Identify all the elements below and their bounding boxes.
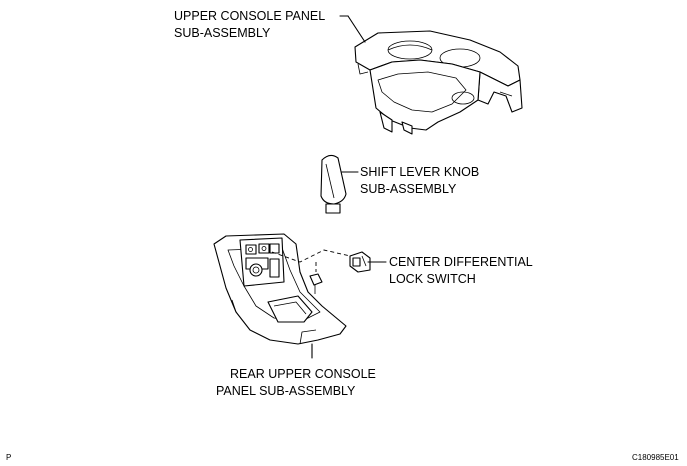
page-marker: P — [6, 453, 11, 462]
label-rear-console-line1: REAR UPPER CONSOLE — [230, 367, 376, 381]
label-shift-knob-line2: SUB-ASSEMBLY — [360, 182, 457, 196]
center-diff-lock-switch-part — [349, 251, 371, 273]
label-upper-console-line2: SUB-ASSEMBLY — [174, 26, 271, 40]
label-diff-switch-line2: LOCK SWITCH — [389, 272, 476, 286]
rear-upper-console-panel-part — [213, 233, 347, 345]
label-rear-console-line2: PANEL SUB-ASSEMBLY — [216, 384, 356, 398]
upper-console-panel-part — [354, 30, 523, 135]
label-upper-console-line1: UPPER CONSOLE PANEL — [174, 9, 325, 23]
figure-code: C180985E01 — [632, 453, 679, 462]
label-shift-knob-line1: SHIFT LEVER KNOB — [360, 165, 479, 179]
shift-lever-knob-part — [320, 154, 347, 214]
label-diff-switch-line1: CENTER DIFFERENTIAL — [389, 255, 533, 269]
